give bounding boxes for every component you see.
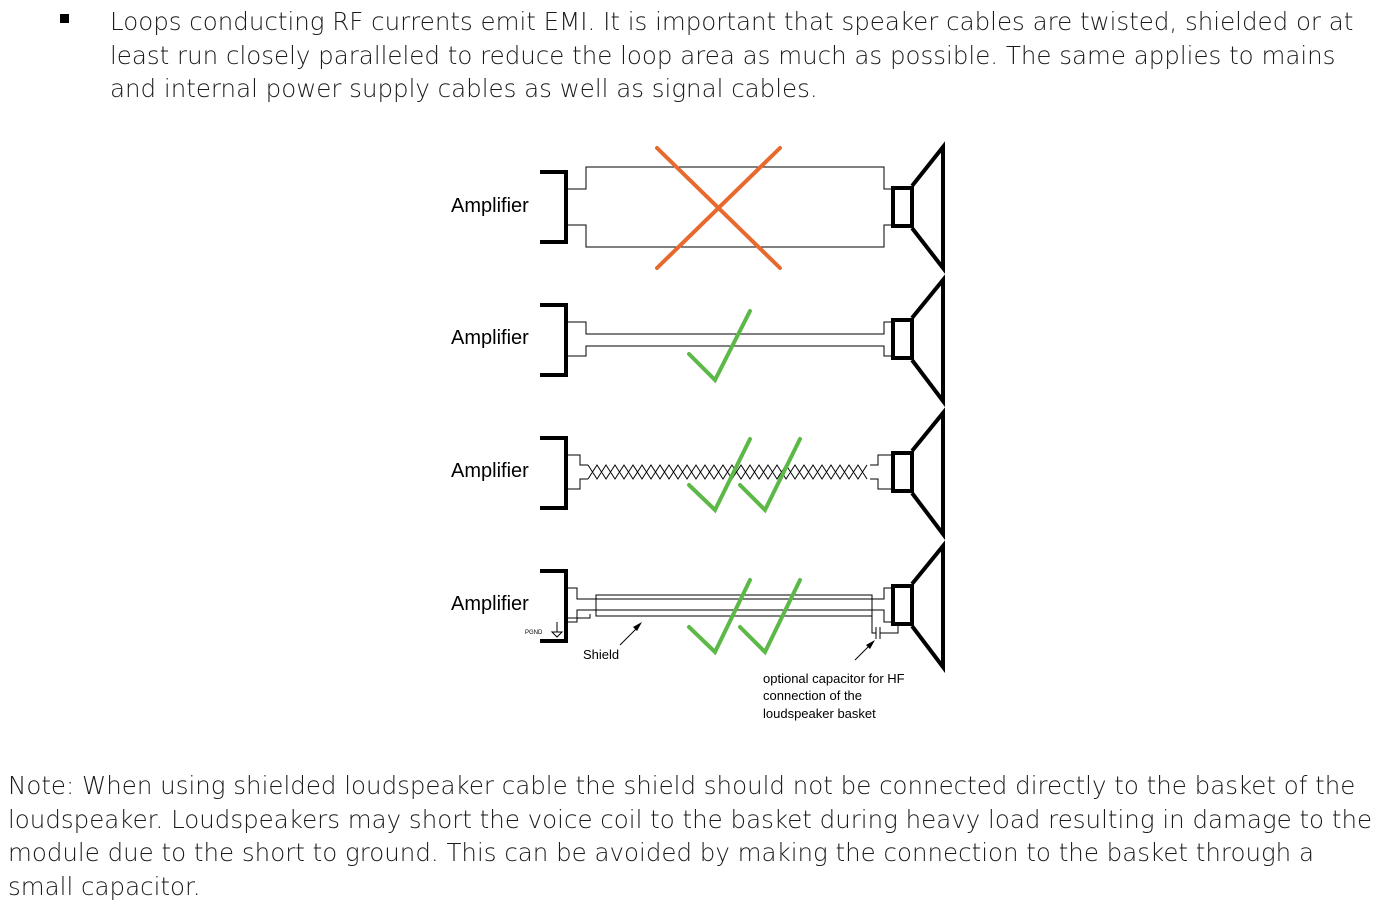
capacitor-arrow-icon bbox=[854, 640, 875, 661]
double-check-icon bbox=[687, 437, 802, 514]
pgnd-label: PGND bbox=[525, 630, 543, 636]
wire-bottom-lead bbox=[566, 478, 588, 490]
row-2-parallel-cable: Amplifier bbox=[451, 274, 945, 407]
amplifier-terminal-icon bbox=[540, 436, 568, 510]
amplifier-label: Amplifier bbox=[451, 327, 529, 349]
shield-arrow-icon bbox=[619, 622, 642, 646]
bullet-paragraph: Loops conducting RF currents emit EMI. I… bbox=[110, 7, 1354, 103]
double-check-icon bbox=[687, 578, 802, 656]
note-paragraph: Note: When using shielded loudspeaker ca… bbox=[8, 771, 1373, 901]
row-1-loop-cable: Amplifier bbox=[451, 141, 945, 274]
capacitor-note-line-3: loudspeaker basket bbox=[763, 706, 876, 721]
shield-label: Shield bbox=[583, 647, 619, 662]
bullet-square-icon bbox=[60, 14, 69, 23]
capacitor-icon bbox=[871, 616, 899, 639]
amplifier-terminal-icon bbox=[540, 303, 568, 377]
wire-bottom bbox=[566, 224, 891, 248]
wire-top-lead bbox=[566, 454, 588, 466]
capacitor-note-line-1: optional capacitor for HF bbox=[763, 671, 905, 686]
wire-bottom-lead bbox=[566, 609, 596, 623]
shield-ground-lead bbox=[566, 614, 591, 619]
capacitor-note-line-2: connection of the bbox=[763, 688, 862, 703]
wire-top-lead-right bbox=[872, 587, 891, 600]
wire-top-lead-right bbox=[870, 454, 891, 466]
ground-symbol-icon bbox=[550, 622, 564, 638]
loudspeaker-icon bbox=[891, 407, 945, 540]
amplifier-terminal-icon bbox=[540, 569, 568, 643]
wire-top-lead bbox=[566, 587, 596, 600]
cross-icon bbox=[655, 146, 782, 270]
amplifier-label: Amplifier bbox=[451, 195, 529, 217]
amplifier-label: Amplifier bbox=[451, 460, 529, 482]
wire-bottom-lead-right bbox=[870, 478, 891, 490]
twisted-pair-wire bbox=[587, 464, 868, 480]
amplifier-label: Amplifier bbox=[451, 593, 529, 615]
loudspeaker-icon bbox=[891, 274, 945, 407]
row-3-twisted-cable: Amplifier bbox=[451, 407, 945, 540]
loudspeaker-icon bbox=[891, 141, 945, 274]
amplifier-terminal-icon bbox=[540, 170, 568, 244]
check-icon bbox=[687, 309, 752, 384]
wire-bottom bbox=[566, 345, 891, 357]
wire-top bbox=[566, 166, 891, 190]
wire-top bbox=[566, 321, 891, 335]
wire-bottom-lead-right bbox=[872, 609, 891, 623]
row-4-shielded-cable: Amplifier PGND Shield bbox=[451, 540, 945, 721]
loudspeaker-icon bbox=[891, 540, 945, 673]
